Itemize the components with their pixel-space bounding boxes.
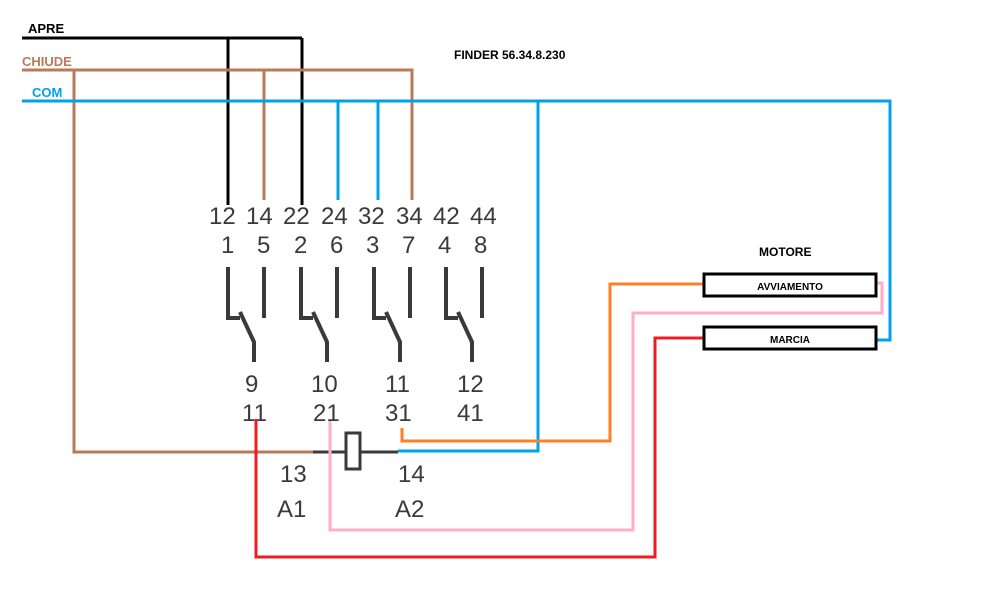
pin-label: 11	[242, 400, 267, 427]
apre-label: APRE	[28, 21, 64, 36]
pin-label: 41	[457, 400, 484, 427]
chiude-wire	[22, 68, 414, 454]
pin-label: 22	[283, 203, 310, 230]
marcia-box: MARCIA	[702, 325, 878, 351]
coil-a2-number: 14	[398, 461, 425, 488]
pin-label: 10	[311, 371, 338, 398]
com-label: COM	[32, 85, 62, 100]
red-wire	[254, 336, 704, 559]
pin-label: 44	[470, 203, 497, 230]
pin-label: 14	[246, 203, 273, 230]
apre-wire	[22, 36, 304, 205]
pin-label: 4	[438, 232, 451, 259]
contact-1	[226, 267, 266, 362]
pin-label: 12	[209, 203, 236, 230]
pin-label: 2	[294, 232, 307, 259]
coil-a1-label: A1	[277, 496, 306, 523]
pin-label: 32	[358, 203, 385, 230]
pin-label: 9	[245, 371, 258, 398]
coil-symbol	[344, 431, 362, 471]
diagram-title: FINDER 56.34.8.230	[454, 48, 566, 62]
contact-3	[372, 267, 412, 362]
pin-label: 1	[221, 232, 234, 259]
coil-a1-number: 13	[280, 461, 307, 488]
pin-label: 8	[474, 232, 487, 259]
pink-wire	[328, 281, 884, 532]
coil-a2-label: A2	[395, 496, 424, 523]
pin-label: 34	[396, 203, 423, 230]
pin-label: 7	[402, 232, 415, 259]
orange-wire	[400, 282, 704, 443]
pin-label: 31	[385, 400, 412, 427]
pin-label: 12	[457, 371, 484, 398]
pin-label: 6	[330, 232, 343, 259]
relay-contacts	[226, 267, 484, 362]
contact-2	[299, 267, 339, 362]
relay-base-pins: 1 5 2 6 3 7 4 8	[221, 232, 487, 259]
pin-label: 24	[321, 203, 348, 230]
pin-label: 5	[257, 232, 270, 259]
pin-label: 21	[313, 400, 340, 427]
pin-label: 42	[433, 203, 460, 230]
avviamento-label: AVVIAMENTO	[757, 282, 823, 293]
marcia-label: MARCIA	[770, 335, 810, 346]
relay-common-pins: 9 10 11 12 11 21 31 41	[242, 371, 484, 427]
relay-coil	[313, 431, 398, 471]
pin-label: 11	[385, 371, 410, 398]
relay-top-pins: 12 14 22 24 32 34 42 44	[209, 203, 497, 230]
com-wire	[22, 99, 892, 453]
chiude-label: CHIUDE	[22, 54, 72, 69]
contact-4	[444, 267, 484, 362]
avviamento-box: AVVIAMENTO	[702, 272, 878, 298]
motor-title: MOTORE	[759, 245, 811, 259]
pin-label: 3	[366, 232, 379, 259]
